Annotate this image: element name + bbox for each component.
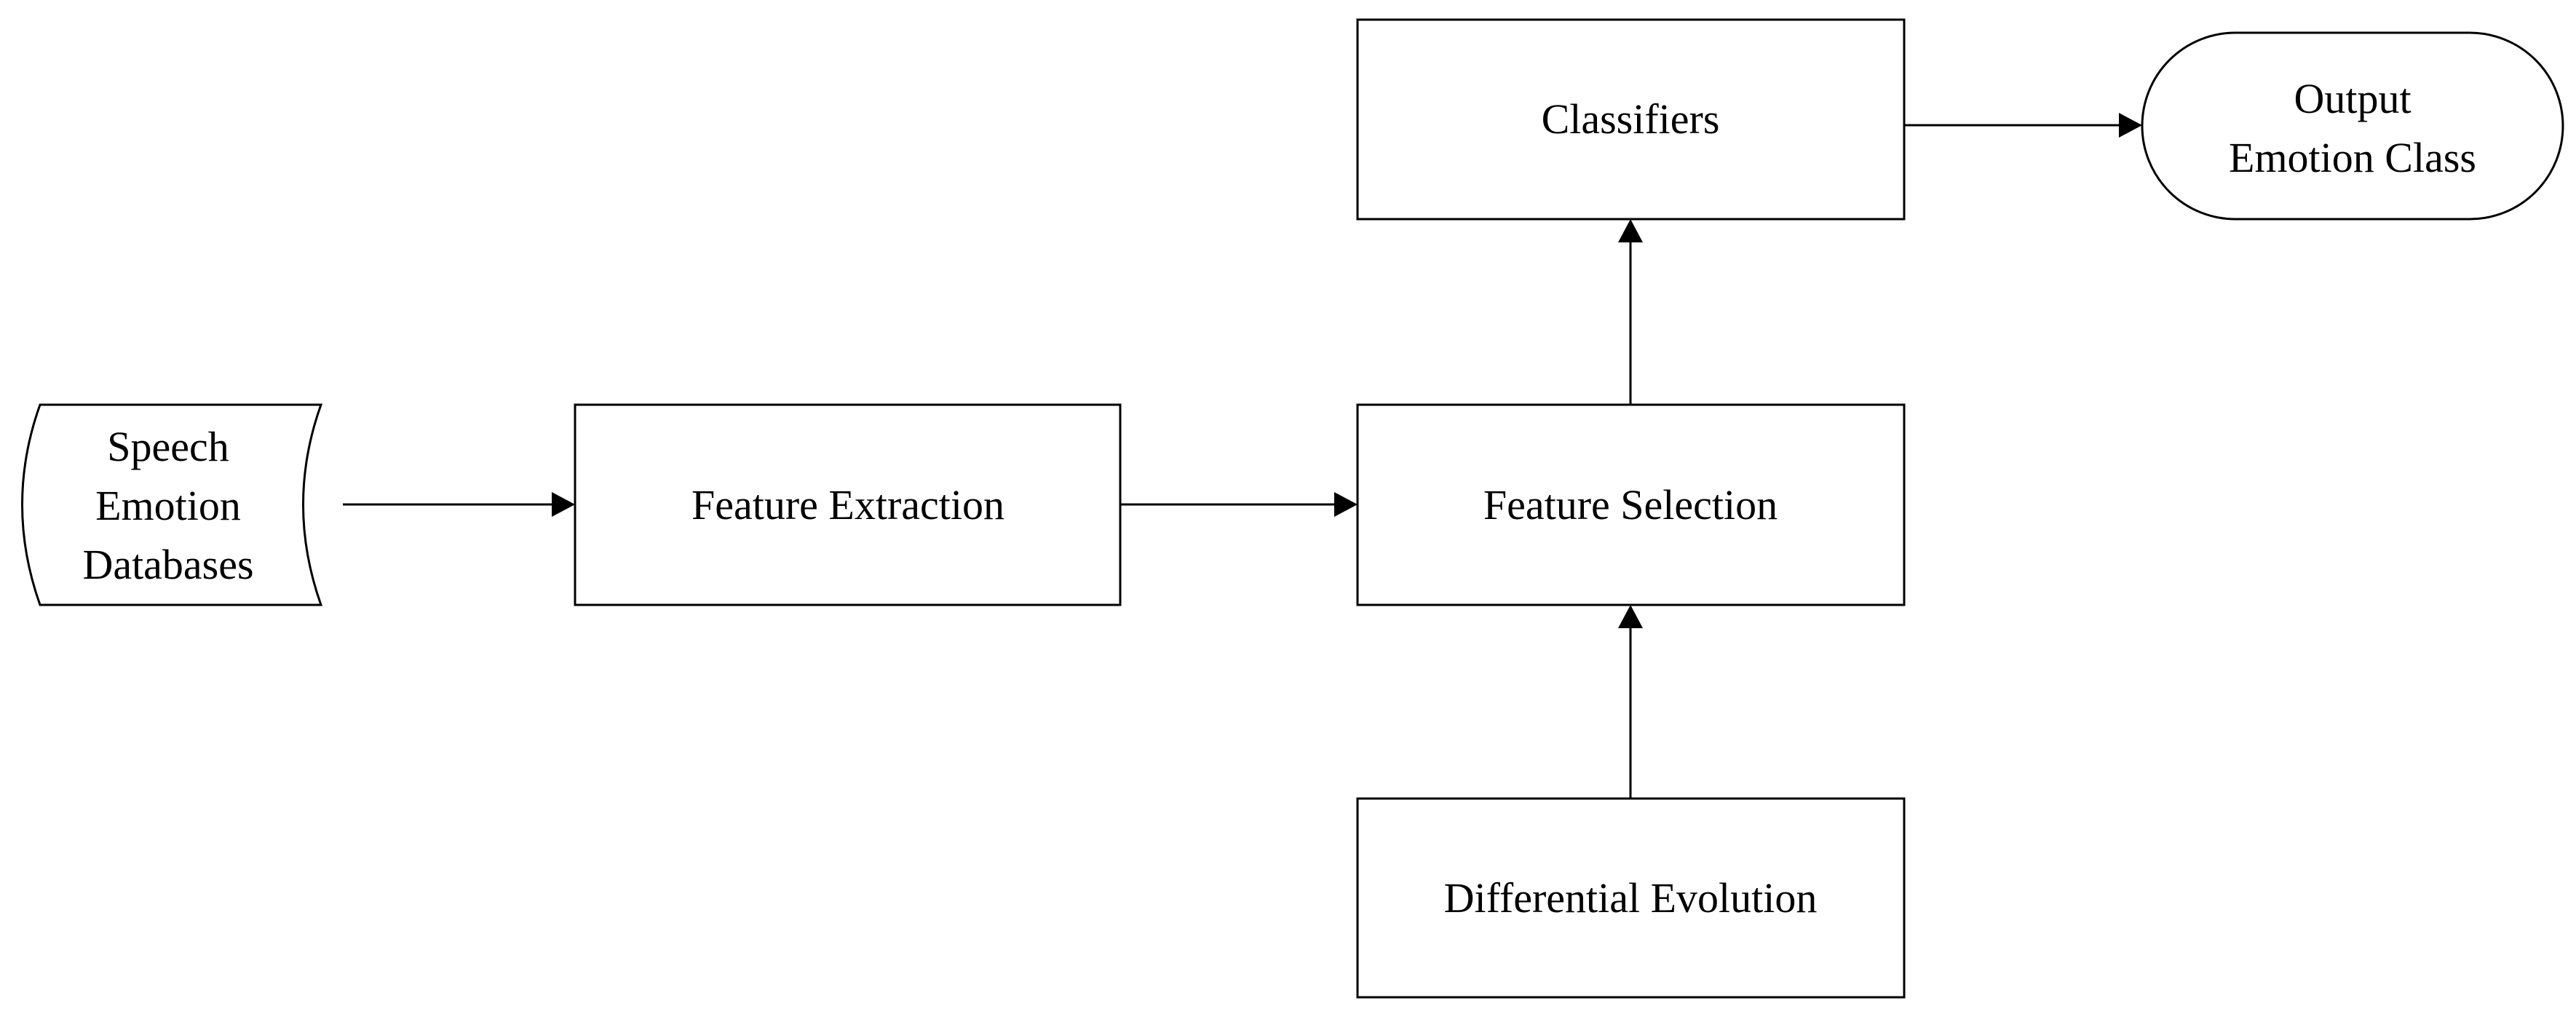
node-output-emotion-class: Output Emotion Class bbox=[2141, 31, 2564, 221]
output-label-line-2: Emotion Class bbox=[2229, 134, 2476, 181]
arrowhead bbox=[552, 492, 575, 517]
edge-extraction-to-selection bbox=[1120, 492, 1358, 517]
terminator-shape bbox=[2141, 31, 2564, 221]
classifiers-box bbox=[1356, 18, 1906, 221]
feature-extraction-box bbox=[574, 403, 1122, 606]
node-feature-selection: Feature Selection bbox=[1356, 403, 1906, 606]
feature-extraction-label: Feature Extraction bbox=[691, 481, 1004, 528]
feature-selection-box bbox=[1356, 403, 1906, 606]
arrowhead bbox=[1618, 605, 1643, 628]
arrowhead bbox=[1334, 492, 1358, 517]
node-speech-emotion-databases: Speech Emotion Databases bbox=[21, 403, 323, 606]
edge-db-to-extraction bbox=[343, 492, 575, 517]
feature-selection-label: Feature Selection bbox=[1483, 481, 1778, 528]
differential-evolution-label: Differential Evolution bbox=[1444, 874, 1818, 922]
edge-evolution-to-selection bbox=[1618, 605, 1643, 799]
arrowhead bbox=[1618, 219, 1643, 242]
classifiers-label: Classifiers bbox=[1542, 95, 1720, 143]
differential-evolution-box bbox=[1356, 797, 1906, 999]
node-differential-evolution: Differential Evolution bbox=[1356, 797, 1906, 999]
arrowhead bbox=[2119, 113, 2142, 138]
edge-classifiers-to-output bbox=[1904, 113, 2142, 138]
output-label-line-1: Output bbox=[2294, 75, 2411, 122]
node-feature-extraction: Feature Extraction bbox=[574, 403, 1122, 606]
edge-selection-to-classifiers bbox=[1618, 219, 1643, 405]
stored-data-shape bbox=[21, 403, 323, 606]
node-classifiers: Classifiers bbox=[1356, 18, 1906, 221]
speech-db-label-line-3: Databases bbox=[82, 541, 253, 588]
speech-db-label-line-2: Emotion bbox=[95, 482, 241, 529]
speech-db-label-line-1: Speech bbox=[107, 423, 229, 470]
